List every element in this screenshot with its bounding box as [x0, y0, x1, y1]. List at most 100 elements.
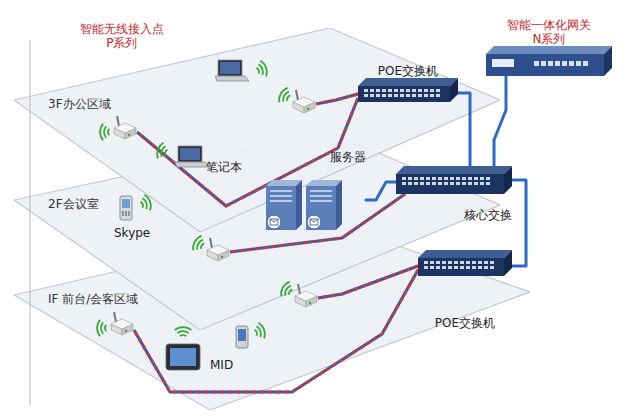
callout-label: 智能无线接入点 P系列: [78, 22, 166, 50]
switch-port: [444, 177, 448, 180]
switch-port: [436, 94, 440, 97]
switch-port: [430, 94, 434, 97]
switch-port: [444, 182, 448, 185]
switch-port: [364, 94, 368, 97]
device-icon: [486, 46, 612, 76]
switch-port: [414, 177, 418, 180]
switch-port: [370, 89, 374, 92]
device-icon: [358, 78, 458, 102]
switch-port: [424, 261, 428, 264]
switch-port: [466, 266, 470, 269]
laptop-base: [175, 162, 209, 167]
phone-body: [120, 196, 132, 220]
node-label: POE交换机: [418, 316, 512, 330]
switch-port: [418, 89, 422, 92]
gateway-port: [583, 61, 588, 66]
device-top: [396, 166, 512, 174]
switch-port: [388, 89, 392, 92]
switch-port: [426, 177, 430, 180]
device-side: [504, 250, 512, 276]
switch-port: [438, 182, 442, 185]
device-side: [604, 46, 612, 76]
switch-port: [364, 89, 368, 92]
server-slot: [270, 200, 292, 202]
server-slot: [270, 190, 292, 192]
server-slot: [310, 190, 332, 192]
switch-port: [388, 94, 392, 97]
device-side: [450, 78, 458, 102]
switch-port: [430, 89, 434, 92]
switch-port: [454, 266, 458, 269]
switch-port: [402, 177, 406, 180]
device-front: [396, 174, 504, 194]
device-front: [486, 54, 604, 76]
gateway-port: [576, 61, 581, 66]
pda-screen: [238, 329, 246, 341]
switch-port: [474, 177, 478, 180]
switch-port: [370, 94, 374, 97]
device-icon: [418, 250, 512, 276]
gateway-port: [534, 61, 539, 66]
core-switch: 核心交换: [396, 166, 512, 222]
switch-port: [450, 182, 454, 185]
tablet-screen: [170, 348, 196, 366]
floor-axis: [29, 40, 30, 405]
switch-port: [402, 182, 406, 185]
switch-port: [424, 89, 428, 92]
laptop-screen: [178, 146, 202, 162]
laptop-base: [215, 76, 249, 81]
server-slot: [310, 195, 332, 197]
switch-port: [376, 94, 380, 97]
switch-port: [394, 94, 398, 97]
server-slot: [270, 195, 292, 197]
pda-icon: [236, 326, 248, 348]
mail-badge: [267, 215, 281, 229]
switch-port: [400, 89, 404, 92]
switch-port: [418, 94, 422, 97]
switch-port: [430, 266, 434, 269]
phone-icon: [120, 196, 132, 220]
switch-port: [468, 182, 472, 185]
switch-port: [478, 266, 482, 269]
server-side: [336, 180, 342, 230]
floor-label: 3F办公区域: [48, 97, 111, 111]
switch-port: [456, 182, 460, 185]
device-front: [418, 258, 504, 276]
server-slot: [310, 200, 332, 202]
mail-icon: [310, 219, 318, 225]
node-label: POE交换机: [358, 64, 458, 78]
switch-port: [406, 89, 410, 92]
gateway-port: [569, 61, 574, 66]
switch-port: [442, 261, 446, 264]
switch-port: [394, 89, 398, 92]
switch-port: [436, 266, 440, 269]
switch-port: [448, 261, 452, 264]
switch-port: [480, 177, 484, 180]
phone-keys: [125, 211, 127, 216]
node-label: 核心交换: [396, 208, 512, 222]
server-side: [296, 180, 302, 230]
switch-port: [456, 177, 460, 180]
device-front: [358, 86, 450, 102]
poe-switch: POE交换机: [358, 64, 458, 102]
mail-badge: [307, 215, 321, 229]
switch-port: [436, 89, 440, 92]
server-front: [306, 186, 336, 230]
switch-port: [466, 261, 470, 264]
switch-port: [474, 182, 478, 185]
laptop-display: [180, 148, 200, 160]
network-link: [494, 76, 506, 166]
switch-port: [436, 261, 440, 264]
switch-port: [414, 182, 418, 185]
gateway-port: [562, 61, 567, 66]
switch-port: [478, 261, 482, 264]
switch-port: [432, 182, 436, 185]
switch-port: [480, 182, 484, 185]
node-label: 服务器: [262, 150, 366, 164]
ap-led: [221, 256, 223, 258]
device-label: 笔记本: [206, 160, 242, 174]
device-top: [486, 46, 612, 54]
switch-port: [426, 182, 430, 185]
switch-port: [472, 261, 476, 264]
switch-port: [432, 177, 436, 180]
